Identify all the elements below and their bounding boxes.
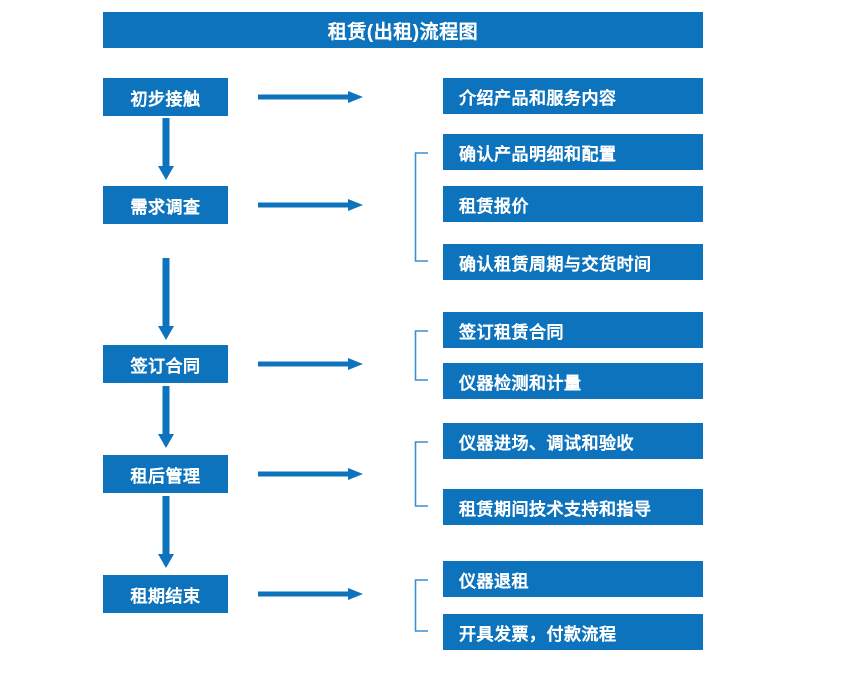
detail-box-5-2[interactable]: 开具发票，付款流程 — [443, 614, 703, 650]
left-bracket-icon-1 — [414, 152, 430, 262]
arrow-right-icon-2 — [258, 196, 363, 214]
arrow-right-icon-3 — [258, 355, 363, 373]
flowchart-title: 租赁(出租)流程图 — [103, 12, 703, 48]
detail-box-2-1[interactable]: 确认产品明细和配置 — [443, 134, 703, 170]
arrow-down-icon-3 — [157, 386, 175, 448]
stage-box-1[interactable]: 初步接触 — [103, 78, 228, 116]
detail-box-3-1[interactable]: 签订租赁合同 — [443, 312, 703, 348]
left-bracket-icon-2 — [414, 330, 430, 381]
arrow-right-icon-5 — [258, 585, 363, 603]
arrow-down-icon-1 — [157, 118, 175, 180]
stage-box-2[interactable]: 需求调查 — [103, 186, 228, 224]
detail-box-3-2[interactable]: 仪器检测和计量 — [443, 363, 703, 399]
left-bracket-icon-4 — [414, 579, 430, 632]
detail-box-4-2[interactable]: 租赁期间技术支持和指导 — [443, 489, 703, 525]
arrow-right-icon-4 — [258, 465, 363, 483]
detail-box-5-1[interactable]: 仪器退租 — [443, 561, 703, 597]
stage-box-5[interactable]: 租期结束 — [103, 575, 228, 613]
arrow-down-icon-2 — [157, 258, 175, 340]
left-bracket-icon-3 — [414, 441, 430, 507]
detail-box-2-2[interactable]: 租赁报价 — [443, 186, 703, 222]
arrow-right-icon-1 — [258, 88, 363, 106]
stage-box-3[interactable]: 签订合同 — [103, 345, 228, 383]
detail-box-2-3[interactable]: 确认租赁周期与交货时间 — [443, 244, 703, 280]
stage-box-4[interactable]: 租后管理 — [103, 455, 228, 493]
detail-box-4-1[interactable]: 仪器进场、调试和验收 — [443, 423, 703, 459]
detail-box-1-1[interactable]: 介绍产品和服务内容 — [443, 78, 703, 114]
arrow-down-icon-4 — [157, 496, 175, 568]
